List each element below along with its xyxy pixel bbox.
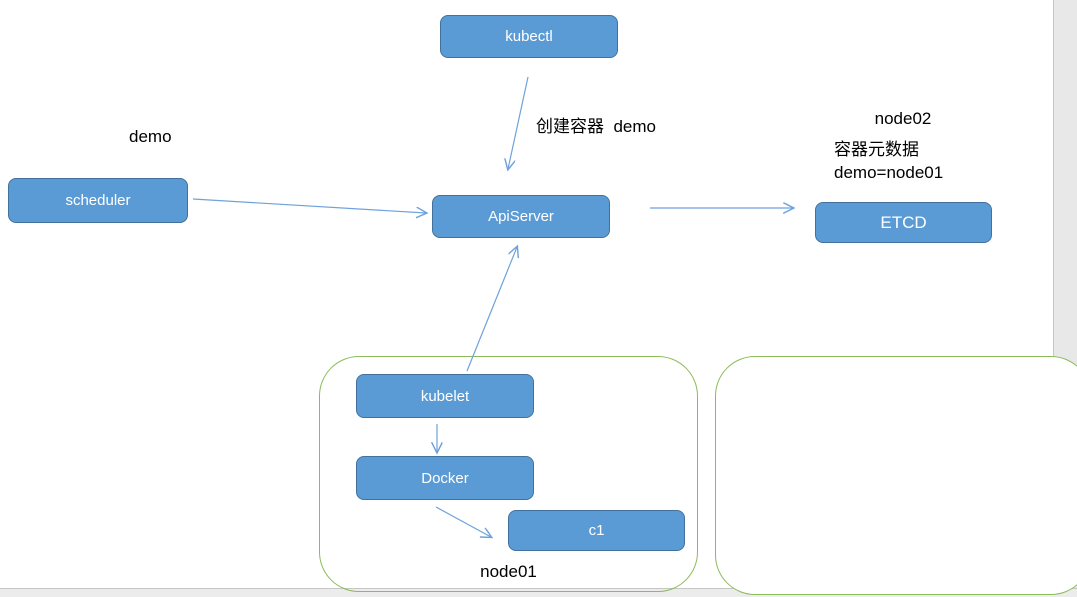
shape-label: scheduler	[65, 192, 131, 209]
shape-kubectl[interactable]: kubectl	[440, 15, 618, 58]
container-node02[interactable]: node02	[715, 109, 1077, 595]
shape-label: kubectl	[505, 28, 553, 45]
annotation-create-container-demo[interactable]: 创建容器 demo	[536, 117, 656, 136]
arrow-scheduler-apiserver[interactable]	[192, 198, 426, 213]
shape-apiserver[interactable]: ApiServer	[432, 195, 610, 238]
shape-label: Docker	[421, 469, 469, 487]
shape-c1[interactable]: c1	[508, 510, 685, 551]
shape-label: c1	[588, 522, 605, 539]
annotation-etcd-metadata[interactable]: 容器元数据 demo=node01	[834, 140, 944, 182]
container-label: node02	[874, 109, 932, 128]
arrow-kubelet-apiserver[interactable]	[466, 247, 517, 372]
container-label: node01	[480, 562, 537, 581]
annotation-scheduler-demo[interactable]: demo	[129, 127, 172, 146]
shape-docker[interactable]: Docker	[356, 456, 534, 500]
shape-label: kubelet	[420, 387, 470, 405]
container-node01[interactable]: node01	[319, 356, 698, 592]
shape-label: ApiServer	[488, 208, 554, 225]
shape-etcd[interactable]: ETCD	[815, 202, 992, 243]
horizontal-scrollbar-gutter[interactable]	[0, 588, 1077, 597]
shape-label: ETCD	[880, 212, 927, 232]
shape-kubelet[interactable]: kubelet	[356, 374, 534, 418]
arrow-docker-c1[interactable]	[435, 506, 491, 537]
arrow-kubectl-apiserver[interactable]	[508, 76, 529, 169]
shape-scheduler[interactable]: scheduler	[8, 178, 188, 223]
